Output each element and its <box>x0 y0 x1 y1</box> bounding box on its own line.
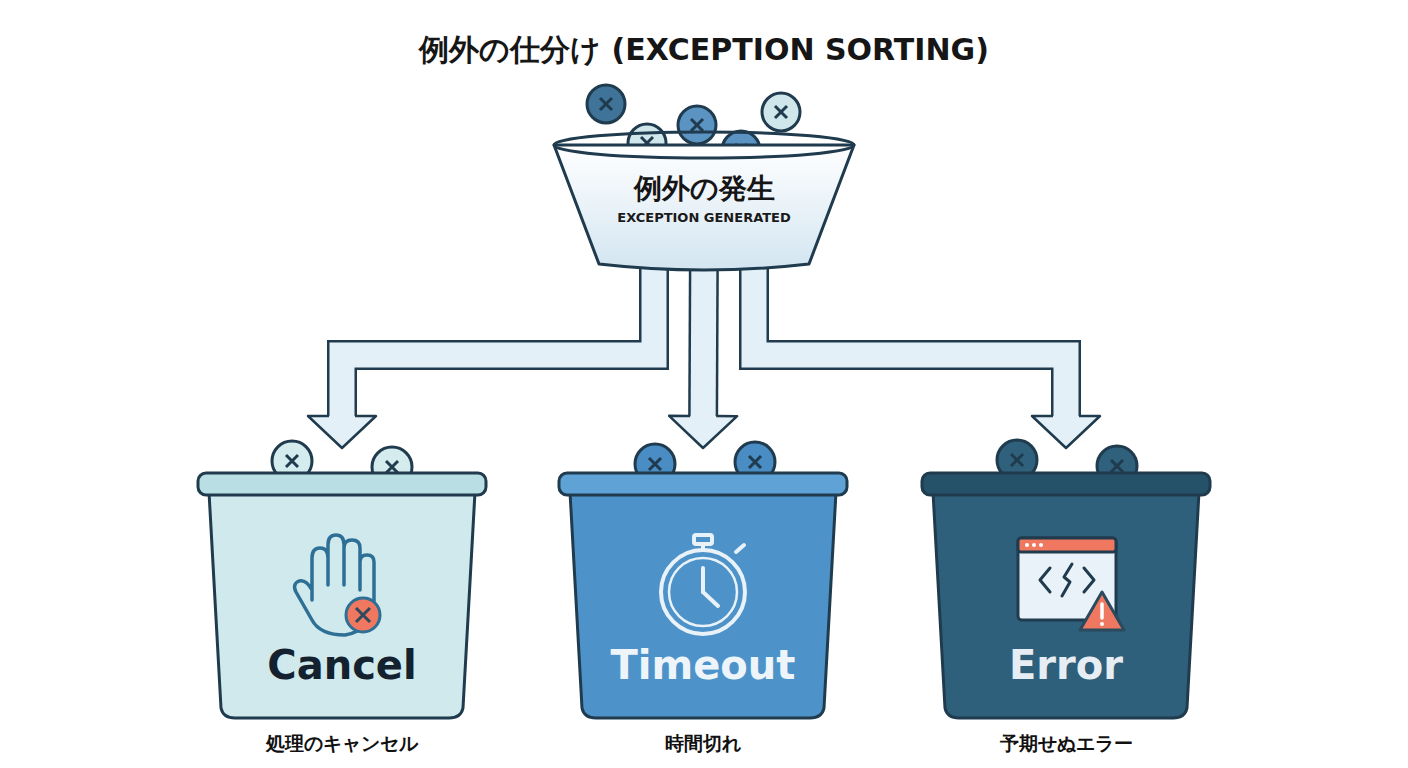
arrow-outline <box>688 268 719 416</box>
flow-arrow <box>308 268 654 448</box>
arrow-head <box>308 416 376 448</box>
stopwatch-icon <box>661 535 745 634</box>
funnel-rim <box>554 132 854 158</box>
bucket-node: Timeout時間切れ <box>558 448 848 718</box>
arrow-head <box>669 416 737 448</box>
warning-icon <box>1080 592 1124 630</box>
cancel-badge <box>346 598 380 632</box>
bucket-rim <box>198 473 486 495</box>
flow-arrow <box>754 268 1100 448</box>
funnel-node: 例外の発生 EXCEPTION GENERATED <box>553 130 855 270</box>
flow-arrow <box>669 268 737 448</box>
node-label: Timeout <box>558 642 848 688</box>
bucket-node: Cancel処理のキャンセル <box>197 448 487 718</box>
node-caption: 処理のキャンセル <box>197 731 487 757</box>
node-label: Error <box>921 642 1211 688</box>
arrow-head-outline <box>1032 416 1100 448</box>
hand-icon <box>295 535 374 635</box>
node-caption: 時間切れ <box>558 731 848 757</box>
bucket-rim <box>922 473 1210 495</box>
exception-ball <box>587 85 625 123</box>
code-window-icon <box>1018 538 1116 620</box>
exception-ball <box>678 106 716 144</box>
funnel-body <box>554 145 854 270</box>
bucket-rim <box>559 473 847 495</box>
arrow-head <box>1032 416 1100 448</box>
exception-ball <box>762 93 800 131</box>
arrow-head-outline <box>308 416 376 448</box>
arrow-shaft <box>754 268 1066 416</box>
arrow-head-outline <box>669 416 737 448</box>
node-caption: 予期せぬエラー <box>921 731 1211 757</box>
arrow-shaft <box>342 268 654 416</box>
bucket-node: Error予期せぬエラー <box>921 448 1211 718</box>
node-label: 例外の発生 <box>553 170 855 208</box>
node-caption: EXCEPTION GENERATED <box>553 210 855 225</box>
node-label: Cancel <box>197 642 487 688</box>
arrow-outline <box>342 268 654 416</box>
arrow-outline <box>754 268 1066 416</box>
arrow-shaft <box>691 268 717 416</box>
diagram-title: 例外の仕分け (EXCEPTION SORTING) <box>0 30 1408 71</box>
